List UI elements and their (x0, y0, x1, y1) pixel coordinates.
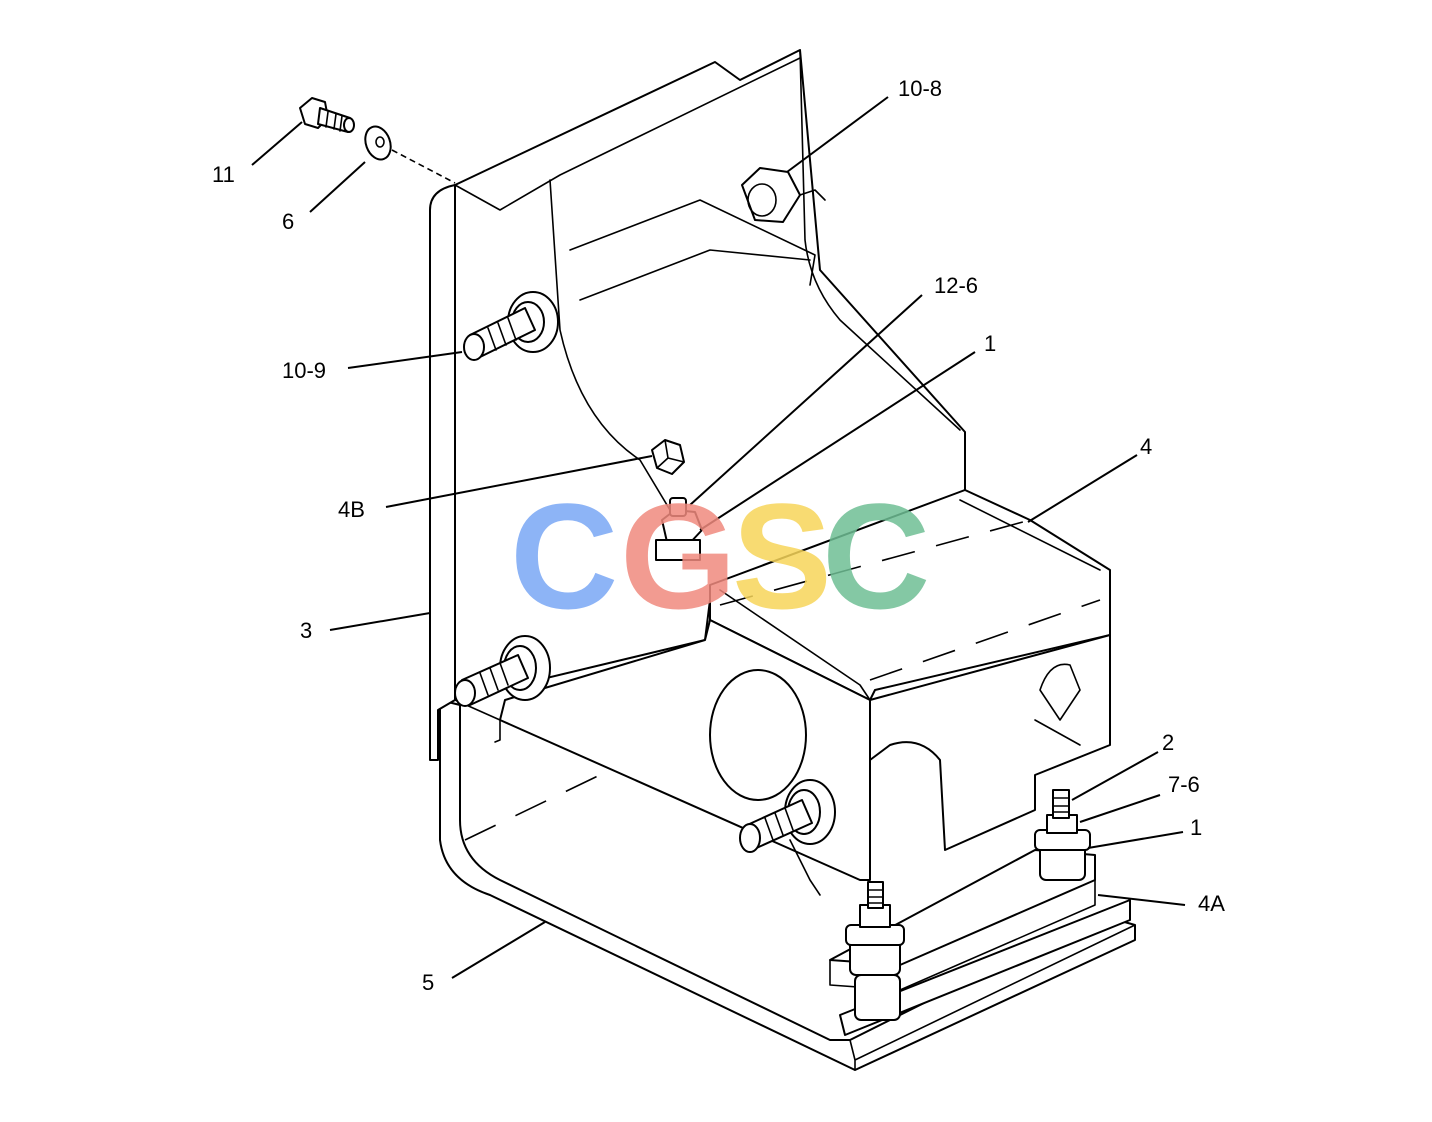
leader-lines (251, 96, 1186, 979)
callout-4: 4 (1140, 434, 1152, 459)
bolt-11 (299, 97, 355, 133)
callout-4a: 4A (1198, 891, 1225, 916)
stud-upper-left (463, 291, 559, 361)
watermark-letter-3: S (732, 472, 832, 640)
watermark: C G S C (510, 472, 930, 640)
isolator-mount-right (1034, 789, 1091, 881)
callout-labels: 11 6 10-8 10-9 12-6 1 4 4B 3 2 7-6 1 4A … (212, 76, 1225, 995)
callout-11: 11 (212, 162, 235, 187)
watermark-letter-1: C (510, 472, 618, 640)
nut-4b (651, 439, 685, 475)
callout-5: 5 (422, 970, 434, 995)
stud-lower-left (454, 635, 551, 707)
callout-3: 3 (300, 618, 312, 643)
watermark-letter-4: C (822, 472, 930, 640)
callout-10-8: 10-8 (898, 76, 942, 101)
callout-1-top: 1 (984, 331, 996, 356)
callout-12-6: 12-6 (934, 273, 978, 298)
watermark-letter-2: G (620, 472, 737, 640)
isolator-mount-left (845, 881, 905, 1021)
callout-1-bottom: 1 (1190, 815, 1202, 840)
callout-2: 2 (1162, 730, 1174, 755)
callout-4b: 4B (338, 497, 365, 522)
bolt-center (655, 497, 703, 561)
washer-6 (364, 125, 456, 184)
callout-10-9: 10-9 (282, 358, 326, 383)
callout-6: 6 (282, 209, 294, 234)
callout-7-6: 7-6 (1168, 772, 1200, 797)
nut-upper-right (741, 167, 826, 223)
stud-lower-center (739, 779, 836, 896)
